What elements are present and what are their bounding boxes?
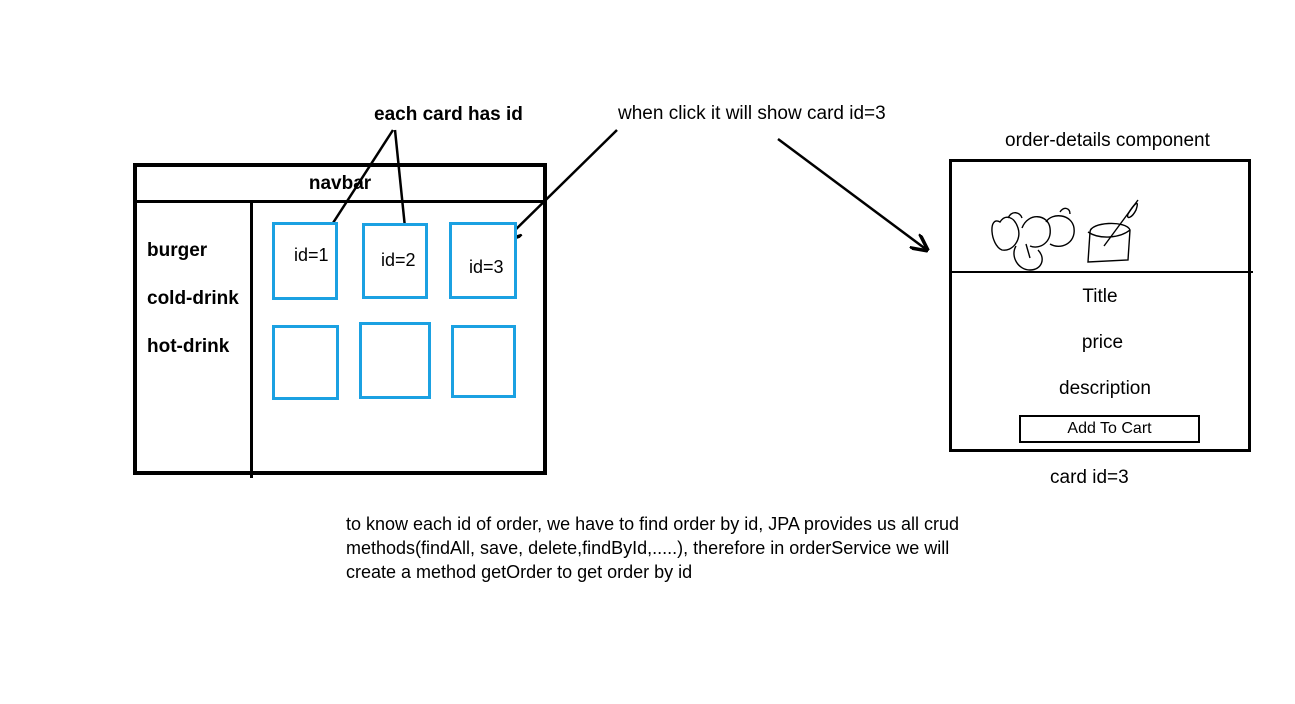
sidebar-divider [250,200,253,478]
sidebar-item-hot-drink[interactable]: hot-drink [147,336,230,357]
order-details-panel [949,159,1251,452]
arrow-to-details [777,137,927,250]
detail-price: price [1081,332,1124,353]
add-to-cart-button[interactable]: Add To Cart [1019,415,1200,443]
sidebar-item-burger[interactable]: burger [147,240,208,261]
sidebar-item-cold-drink[interactable]: cold-drink [147,288,239,309]
card-id-label: id=2 [381,250,416,270]
card-5[interactable] [359,322,431,399]
card-2[interactable]: id=2 [362,223,428,299]
page-wireframe: navbar [133,163,547,478]
arrow-to-card-3 [505,129,618,240]
card-id-label: id=1 [294,245,329,265]
navbar[interactable]: navbar [137,167,543,203]
card-id-label: id=3 [469,257,504,277]
explanation-note: to know each id of order, we have to fin… [346,514,960,582]
image-divider [949,271,1253,273]
card-6[interactable] [451,325,516,398]
arrow-to-card-1 [322,129,395,240]
annotation-when-click: when click it will show card id=3 [618,103,886,124]
food-sketch-icon [991,199,1139,271]
card-1[interactable]: id=1 [272,222,338,300]
detail-description: description [1059,378,1151,399]
card-id-caption: card id=3 [1050,467,1129,488]
annotation-each-card-has-id: each card has id [374,104,523,125]
detail-title: Title [1082,286,1118,307]
card-4[interactable] [272,325,339,400]
order-details-label: order-details component [1005,130,1210,151]
card-3[interactable]: id=3 [449,222,517,299]
